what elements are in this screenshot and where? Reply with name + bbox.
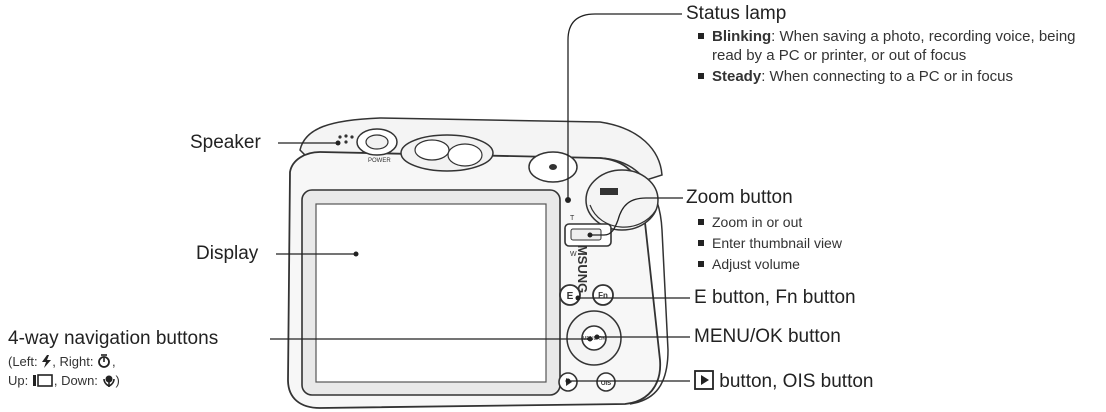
zoom-note: Adjust volume bbox=[696, 255, 916, 274]
mode-dial[interactable] bbox=[585, 169, 659, 231]
top-dials bbox=[400, 134, 494, 172]
display-screen bbox=[301, 189, 561, 396]
leader-lines bbox=[270, 13, 690, 384]
status-lamp-label: Status lamp bbox=[686, 3, 787, 24]
display-label: Display bbox=[196, 243, 259, 264]
zoom-note: Zoom in or out bbox=[696, 213, 916, 232]
fn-button[interactable] bbox=[592, 284, 614, 306]
status-lamp-notes: Blinking: When saving a photo, recording… bbox=[696, 27, 1101, 88]
ois-button-label: OIS bbox=[601, 381, 611, 387]
zoom-button-label: Zoom button bbox=[686, 187, 793, 208]
nav-notes-line2: Up: , Down: ) bbox=[8, 373, 120, 388]
zoom-w-label: W bbox=[570, 251, 577, 258]
navigation-pad[interactable] bbox=[566, 310, 622, 366]
zoom-t-label: T bbox=[570, 215, 575, 222]
speaker-holes bbox=[338, 134, 354, 144]
ois-button[interactable] bbox=[596, 372, 616, 392]
fn-button-label: Fn bbox=[598, 291, 608, 300]
display-mode-icon bbox=[32, 374, 53, 387]
macro-icon bbox=[102, 375, 115, 387]
e-button-label: E bbox=[567, 291, 574, 302]
status-lamp-note-blinking: Blinking: When saving a photo, recording… bbox=[696, 27, 1101, 65]
nav-buttons-label: 4-way navigation buttons bbox=[8, 328, 219, 349]
menu-ok-label: MENU OK bbox=[582, 336, 606, 342]
power-label: POWER bbox=[368, 158, 391, 164]
shutter-button[interactable] bbox=[528, 151, 578, 183]
e-fn-button-label: E button, Fn button bbox=[694, 287, 856, 308]
flash-icon bbox=[42, 355, 52, 368]
speaker-label: Speaker bbox=[190, 132, 261, 153]
e-button[interactable] bbox=[559, 284, 581, 306]
power-button[interactable] bbox=[356, 128, 398, 156]
playback-ois-button-label: button, OIS button bbox=[694, 370, 874, 393]
timer-icon bbox=[98, 354, 110, 368]
nav-notes-line1: (Left: , Right: , bbox=[8, 354, 116, 369]
playback-icon bbox=[694, 370, 714, 390]
menu-ok-button-label: MENU/OK button bbox=[694, 326, 841, 347]
status-lamp-note-steady: Steady: When connecting to a PC or in fo… bbox=[696, 67, 1101, 86]
zoom-notes: Zoom in or out Enter thumbnail view Adju… bbox=[696, 213, 916, 276]
zoom-note: Enter thumbnail view bbox=[696, 234, 916, 253]
